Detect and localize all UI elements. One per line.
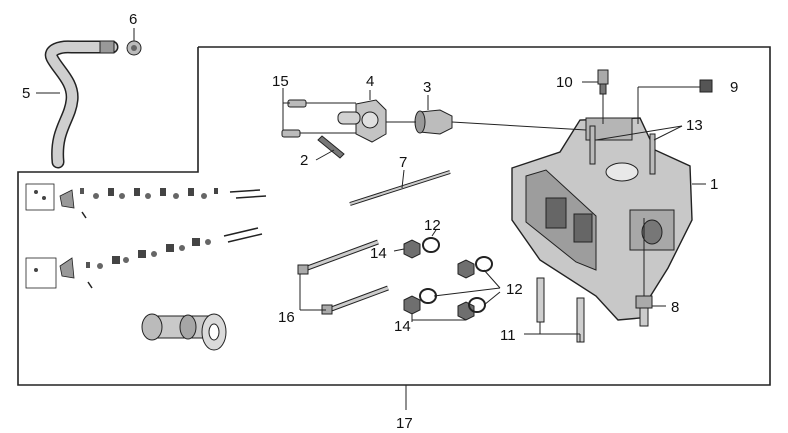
studs[interactable] xyxy=(536,277,585,343)
leader-3c xyxy=(451,121,587,131)
callout-12b: 12 xyxy=(506,281,523,298)
leader-7 xyxy=(401,169,405,189)
gasket-pin[interactable] xyxy=(317,135,345,159)
cylinder-head[interactable] xyxy=(511,117,693,321)
callout-5: 5 xyxy=(22,85,30,102)
callout-15: 15 xyxy=(272,73,289,90)
head-nuts[interactable] xyxy=(403,239,475,321)
callout-8: 8 xyxy=(671,299,679,316)
callout-14a: 14 xyxy=(370,245,387,262)
leader-12b-2 xyxy=(483,269,501,289)
callout-14b: 14 xyxy=(394,318,411,335)
leader-12b-3 xyxy=(483,291,501,306)
camshaft xyxy=(141,313,227,351)
head-studs[interactable] xyxy=(589,125,656,175)
callout-2: 2 xyxy=(300,152,308,169)
leader-12b-1 xyxy=(433,287,501,297)
leader-12a xyxy=(431,229,437,237)
callout-13: 13 xyxy=(686,117,703,134)
callout-16: 16 xyxy=(278,309,295,326)
assembly-frame xyxy=(17,46,771,386)
valve-train-group-upper xyxy=(25,183,267,219)
plug-bolt[interactable] xyxy=(699,79,713,93)
temperature-sensor[interactable] xyxy=(597,69,609,95)
thermostat[interactable] xyxy=(414,109,453,135)
head-bolts[interactable] xyxy=(297,239,389,315)
callout-10: 10 xyxy=(556,74,573,91)
thermostat-cover[interactable] xyxy=(337,99,387,143)
cover-bolts[interactable] xyxy=(281,99,307,138)
breather-hose[interactable] xyxy=(44,40,119,169)
washers[interactable] xyxy=(419,237,493,313)
callout-1: 1 xyxy=(710,176,718,193)
hose-clamp[interactable] xyxy=(126,40,142,56)
valve-train-group-lower xyxy=(25,227,263,289)
callout-11: 11 xyxy=(500,327,516,344)
spark-plug[interactable] xyxy=(635,295,653,327)
callout-7: 7 xyxy=(399,154,407,171)
leader-13b xyxy=(653,125,683,141)
callout-6: 6 xyxy=(129,11,137,28)
long-stud[interactable] xyxy=(349,170,451,206)
callout-9: 9 xyxy=(730,79,738,96)
callout-17: 17 xyxy=(396,415,413,432)
leader-13a xyxy=(595,125,683,141)
leader-14a xyxy=(393,248,405,252)
callout-4: 4 xyxy=(366,73,374,90)
callout-3: 3 xyxy=(423,79,431,96)
leader-2 xyxy=(315,149,335,161)
callout-12a: 12 xyxy=(424,217,441,234)
